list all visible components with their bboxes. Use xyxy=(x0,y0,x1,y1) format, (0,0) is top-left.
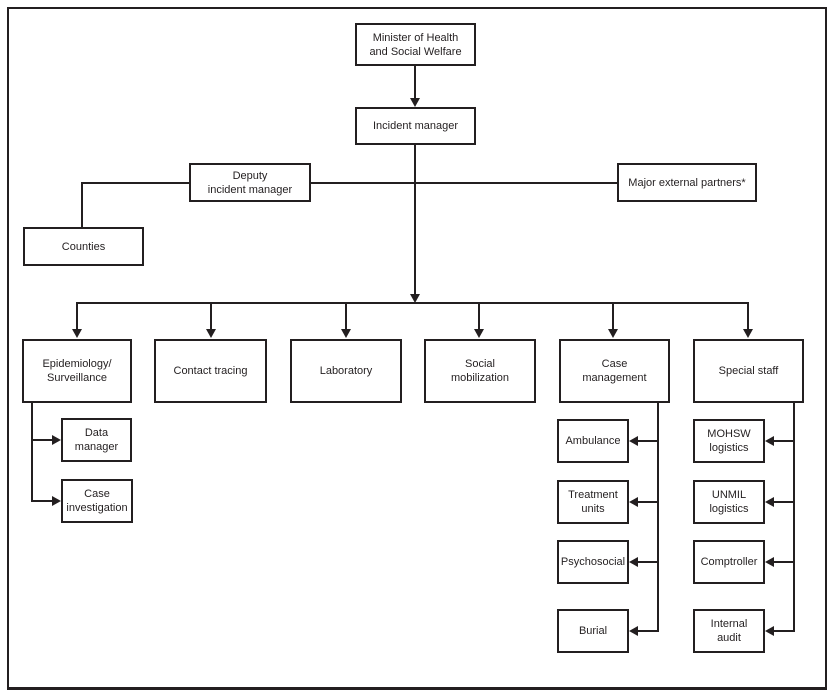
connector-drop-case-management xyxy=(612,302,614,329)
connector-specialstaff-comptroller xyxy=(774,561,794,563)
connector-deputy-partners xyxy=(311,182,617,184)
connector-minister-incident xyxy=(414,66,416,98)
arrowhead-down-icon xyxy=(410,294,420,303)
connector-incident-hub xyxy=(414,145,416,294)
connector-drop-social-mobilization xyxy=(478,302,480,329)
connector-deputy-counties-v xyxy=(81,182,83,227)
node-label: Psychosocial xyxy=(560,556,626,568)
node-label: Case investigation xyxy=(66,488,128,514)
node-label: Social mobilization xyxy=(450,358,510,384)
arrowhead-down-icon xyxy=(206,329,216,338)
connector-drop-epidemiology xyxy=(76,302,78,329)
node-deputy-incident-manager: Deputy incident manager xyxy=(189,163,311,202)
arrowhead-left-icon xyxy=(765,497,774,507)
arrowhead-down-icon xyxy=(743,329,753,338)
node-label: Deputy incident manager xyxy=(207,169,293,196)
node-case-investigation: Case investigation xyxy=(61,479,133,523)
node-label: Special staff xyxy=(718,365,779,377)
arrowhead-left-icon xyxy=(629,626,638,636)
node-label: Counties xyxy=(61,240,106,253)
arrowhead-right-icon xyxy=(52,435,61,445)
node-major-external-partners: Major external partners* xyxy=(617,163,757,202)
arrowhead-left-icon xyxy=(629,436,638,446)
arrowhead-left-icon xyxy=(765,626,774,636)
node-burial: Burial xyxy=(557,609,629,653)
node-label: MOHSW logistics xyxy=(707,428,751,454)
node-epidemiology-surveillance: Epidemiology/ Surveillance xyxy=(22,339,132,403)
node-label: Internal audit xyxy=(710,618,748,644)
node-minister: Minister of Health and Social Welfare xyxy=(355,23,476,66)
connector-specialstaff-internal-audit xyxy=(774,630,794,632)
node-ambulance: Ambulance xyxy=(557,419,629,463)
node-label: Incident manager xyxy=(373,120,458,132)
node-contact-tracing: Contact tracing xyxy=(154,339,267,403)
connector-epi-data-manager xyxy=(31,439,52,441)
arrowhead-right-icon xyxy=(52,496,61,506)
node-label: UNMIL logistics xyxy=(709,489,749,515)
node-label: Laboratory xyxy=(319,365,373,377)
arrowhead-left-icon xyxy=(629,557,638,567)
node-mohsw-logistics: MOHSW logistics xyxy=(693,419,765,463)
arrowhead-down-icon xyxy=(608,329,618,338)
connector-casemgmt-psychosocial xyxy=(638,561,658,563)
arrowhead-down-icon xyxy=(410,98,420,107)
arrowhead-left-icon xyxy=(765,436,774,446)
node-label: Treatment units xyxy=(568,489,618,515)
node-data-manager: Data manager xyxy=(61,418,132,462)
node-label: Case management xyxy=(582,358,647,384)
connector-casemgmt-ambulance xyxy=(638,440,658,442)
outer-border xyxy=(7,7,827,690)
connector-hub-line xyxy=(76,302,749,304)
arrowhead-down-icon xyxy=(474,329,484,338)
node-counties: Counties xyxy=(23,227,144,266)
arrowhead-left-icon xyxy=(629,497,638,507)
node-laboratory: Laboratory xyxy=(290,339,402,403)
node-incident-manager: Incident manager xyxy=(355,107,476,145)
connector-drop-laboratory xyxy=(345,302,347,329)
node-treatment-units: Treatment units xyxy=(557,480,629,524)
connector-casemgmt-treatment-units xyxy=(638,501,658,503)
connector-deputy-counties-h xyxy=(81,182,189,184)
node-label: Epidemiology/ Surveillance xyxy=(42,358,112,384)
connector-drop-special-staff xyxy=(747,302,749,329)
node-label: Ambulance xyxy=(565,435,621,447)
node-label: Major external partners* xyxy=(628,176,746,189)
node-label: Contact tracing xyxy=(173,365,248,377)
connector-epi-case-investigation xyxy=(31,500,52,502)
node-psychosocial: Psychosocial xyxy=(557,540,629,584)
arrowhead-left-icon xyxy=(765,557,774,567)
node-label: Comptroller xyxy=(700,556,758,568)
arrowhead-down-icon xyxy=(341,329,351,338)
node-case-management: Case management xyxy=(559,339,670,403)
arrowhead-down-icon xyxy=(72,329,82,338)
node-label: Minister of Health and Social Welfare xyxy=(369,31,462,58)
connector-specialstaff-unmil xyxy=(774,501,794,503)
node-label: Data manager xyxy=(74,427,119,453)
connector-specialstaff-stem xyxy=(793,403,795,632)
node-unmil-logistics: UNMIL logistics xyxy=(693,480,765,524)
node-comptroller: Comptroller xyxy=(693,540,765,584)
node-special-staff: Special staff xyxy=(693,339,804,403)
connector-casemgmt-burial xyxy=(638,630,658,632)
node-internal-audit: Internal audit xyxy=(693,609,765,653)
connector-casemgmt-stem xyxy=(657,403,659,632)
connector-epi-stem xyxy=(31,403,33,502)
node-social-mobilization: Social mobilization xyxy=(424,339,536,403)
node-label: Burial xyxy=(578,625,608,637)
connector-specialstaff-mohsw xyxy=(774,440,794,442)
connector-drop-contact-tracing xyxy=(210,302,212,329)
